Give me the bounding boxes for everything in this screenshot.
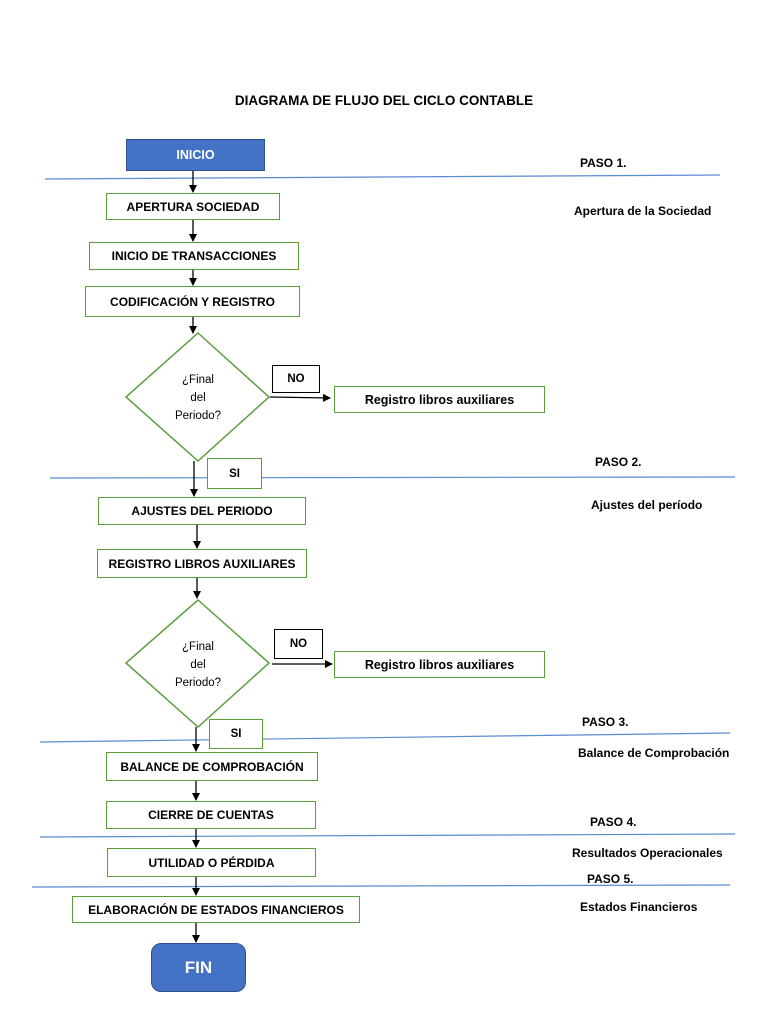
si-label: SI: [229, 467, 240, 480]
process-utilidad-perdida: UTILIDAD O PÉRDIDA: [107, 848, 316, 877]
process-label: APERTURA SOCIEDAD: [126, 199, 260, 214]
separator-2: [49, 476, 736, 479]
process-registro-libros: REGISTRO LIBROS AUXILIARES: [97, 549, 307, 578]
process-label: CODIFICACIÓN Y REGISTRO: [110, 294, 275, 309]
no-label: NO: [287, 373, 305, 385]
process-elaboracion-estados: ELABORACIÓN DE ESTADOS FINANCIEROS: [72, 896, 360, 923]
aux-label: Registro libros auxiliares: [364, 657, 515, 672]
si-label: SI: [230, 728, 242, 740]
separator-3: [39, 732, 731, 743]
start-label: INICIO: [176, 148, 215, 162]
decision-1-line2: del: [190, 392, 206, 404]
separator-4: [39, 833, 736, 838]
process-label: INICIO DE TRANSACCIONES: [111, 249, 277, 263]
decision-1-line3: Periodo?: [174, 410, 222, 422]
decision-1-no-target: Registro libros auxiliares: [334, 386, 545, 413]
no-label: NO: [289, 638, 308, 650]
vertical-connectors: [189, 171, 201, 943]
separator-1: [44, 174, 721, 180]
decision-2-no-target: Registro libros auxiliares: [334, 651, 545, 678]
aux-label: Registro libros auxiliares: [364, 392, 515, 407]
end-block: FIN: [151, 943, 246, 992]
separator-5: [31, 884, 731, 888]
decision-2-line2: del: [190, 659, 206, 671]
process-label: CIERRE DE CUENTAS: [148, 808, 274, 822]
decision-1-text: ¿Final del Periodo?: [158, 371, 238, 425]
process-cierre-cuentas: CIERRE DE CUENTAS: [106, 801, 316, 829]
step-4-label: PASO 4.: [590, 815, 637, 829]
decision-2-line1: ¿Final: [182, 641, 214, 653]
step-3-label: PASO 3.: [582, 715, 629, 729]
process-codificacion-registro: CODIFICACIÓN Y REGISTRO: [85, 286, 300, 317]
process-apertura-sociedad: APERTURA SOCIEDAD: [106, 193, 280, 220]
start-block: INICIO: [126, 139, 265, 171]
process-label: BALANCE DE COMPROBACIÓN: [120, 759, 304, 774]
step-separators: [31, 174, 736, 888]
process-label: ELABORACIÓN DE ESTADOS FINANCIEROS: [88, 902, 344, 917]
step-1-label: PASO 1.: [580, 156, 627, 170]
step-5-section: Estados Financieros: [580, 900, 698, 914]
step-4-section: Resultados Operacionales: [572, 846, 723, 860]
decision-1-line1: ¿Final: [182, 374, 214, 386]
decision-diamond-2: [124, 599, 271, 729]
step-2-section: Ajustes del período: [591, 498, 703, 512]
step-3-section: Balance de Comprobación: [578, 746, 730, 760]
decision-2-line3: Periodo?: [174, 677, 222, 689]
decision-diamond-1: [124, 331, 271, 463]
decision-1-no-label: NO: [272, 365, 320, 393]
decision-2-si-label: SI: [209, 719, 263, 749]
process-inicio-transacciones: INICIO DE TRANSACCIONES: [89, 242, 299, 270]
page-title: DIAGRAMA DE FLUJO DEL CICLO CONTABLE: [234, 93, 534, 108]
decision-1-si-label: SI: [207, 458, 262, 489]
process-label: UTILIDAD O PÉRDIDA: [148, 855, 275, 870]
end-label: FIN: [184, 957, 213, 977]
process-label: AJUSTES DEL PERIODO: [131, 504, 273, 518]
step-5-label: PASO 5.: [587, 872, 634, 886]
decision-2-text: ¿Final del Periodo?: [158, 638, 238, 692]
no-branches: [269, 393, 333, 668]
process-label: REGISTRO LIBROS AUXILIARES: [108, 556, 296, 571]
process-balance-comprobacion: BALANCE DE COMPROBACIÓN: [106, 752, 318, 781]
process-ajustes-periodo: AJUSTES DEL PERIODO: [98, 497, 306, 525]
step-2-label: PASO 2.: [595, 455, 642, 469]
step-1-section: Apertura de la Sociedad: [574, 204, 712, 218]
decision-2-no-label: NO: [274, 629, 323, 659]
